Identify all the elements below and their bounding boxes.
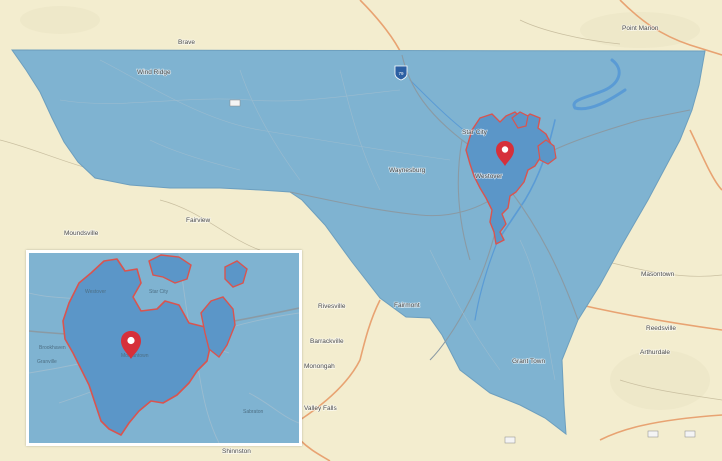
inset-city-outlier-east[interactable] [200, 296, 236, 359]
label-valley-falls: Valley Falls [304, 405, 338, 412]
label-reedsville: Reedsville [646, 325, 676, 332]
county-minor-roads [59, 59, 556, 381]
inset-label-2: Star City [149, 289, 169, 295]
label-moundsville: Moundsville [64, 230, 99, 237]
inset-map-pin-icon[interactable] [121, 331, 141, 359]
inset-city-outlier-north[interactable] [148, 254, 192, 284]
label-westover: Westover [475, 173, 503, 180]
map-pin-icon[interactable] [496, 141, 514, 166]
inset-label-1: Morgantown [121, 353, 149, 359]
label-fairmont: Fairmont [394, 302, 420, 309]
label-wind-ridge: Wind Ridge [137, 69, 171, 76]
label-arthurdale: Arthurdale [640, 349, 670, 356]
interstate-shield: 79 [394, 65, 408, 81]
label-masontown: Masontown [641, 271, 675, 278]
inset-label-0: Westover [85, 289, 106, 295]
label-star-city: Star City [462, 129, 488, 136]
city-outlier-east[interactable] [537, 139, 557, 165]
route-shields [229, 99, 696, 444]
label-barrackville: Barrackville [310, 338, 344, 345]
label-monongah: Monongah [304, 363, 335, 370]
inset-label-3: Brookhaven [39, 345, 66, 351]
inset-city-outlier-northeast[interactable] [224, 260, 248, 288]
label-waynesburg: Waynesburg [389, 167, 426, 174]
label-brave: Brave [178, 39, 195, 46]
label-grant-town: Grant Town [512, 358, 546, 365]
label-shinnston: Shinnston [222, 448, 251, 455]
inset-labels: Westover Morgantown Star City Brookhaven… [37, 289, 264, 415]
inset-map[interactable]: Westover Morgantown Star City Brookhaven… [26, 250, 302, 446]
label-rivesville: Rivesville [318, 303, 346, 310]
place-labels: Point Marion Brave Wind Ridge Waynesburg… [63, 24, 677, 456]
terrain-shading [20, 6, 710, 410]
label-fairview: Fairview [186, 217, 211, 224]
shield-number: 79 [398, 71, 404, 76]
label-point-marion: Point Marion [622, 25, 659, 32]
inset-label-5: Sabraton [243, 409, 264, 415]
inset-label-4: Granville [37, 359, 57, 365]
city-outlier-north[interactable] [511, 111, 529, 129]
outside-roads [0, 19, 722, 401]
inset-map-canvas[interactable]: Westover Morgantown Star City Brookhaven… [29, 253, 299, 443]
